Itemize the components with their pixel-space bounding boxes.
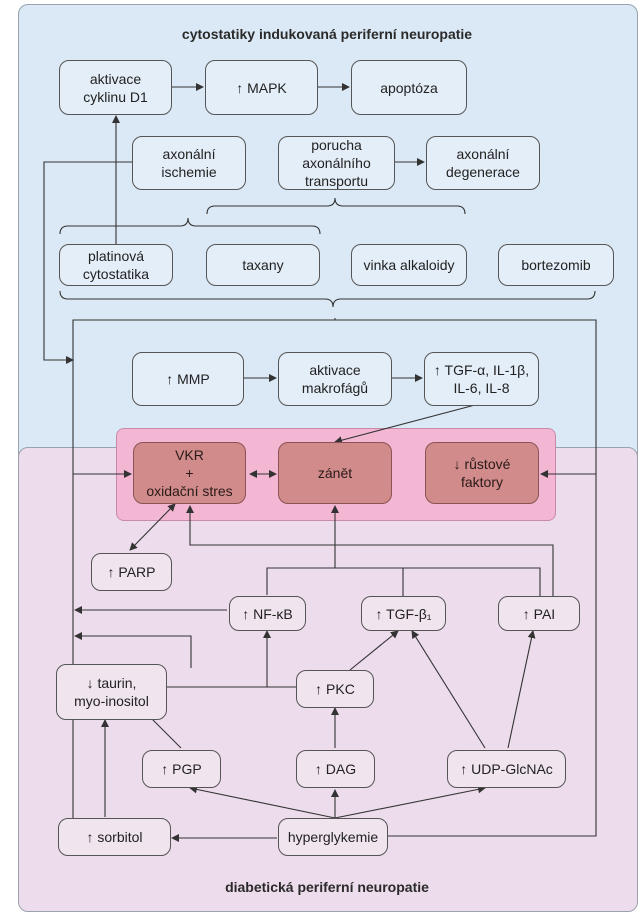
node-parp: ↑ PARP	[91, 553, 172, 591]
node-dag: ↑ DAG	[296, 750, 375, 788]
node-tgf-beta1: ↑ TGF-β₁	[361, 596, 446, 631]
node-axonal-transport: porucha axonálního transportu	[278, 136, 395, 190]
node-bortezomib: bortezomib	[498, 244, 614, 286]
node-macrophages: aktivace makrofágů	[278, 352, 392, 406]
node-growth-factors: ↓ růstové faktory	[425, 442, 539, 504]
node-nfkb: ↑ NF-κB	[229, 596, 306, 631]
node-mmp: ↑ MMP	[132, 352, 244, 406]
node-cyclin-d1: aktivace cyklinu D1	[59, 60, 172, 115]
node-sorbitol: ↑ sorbitol	[58, 818, 171, 856]
node-cytokines: ↑ TGF-α, IL-1β, IL-6, IL-8	[424, 352, 539, 406]
node-platinum: platinová cytostatika	[59, 244, 173, 286]
diabetic-region-title: diabetická periferní neuropatie	[225, 879, 429, 895]
node-mapk: ↑ MAPK	[205, 60, 318, 115]
node-axonal-ischemia: axonální ischemie	[132, 136, 246, 190]
node-pkc: ↑ PKC	[296, 670, 374, 708]
node-apoptosis: apoptóza	[351, 60, 467, 115]
node-axonal-degeneration: axonální degenerace	[426, 136, 540, 190]
node-inflammation: zánět	[278, 442, 392, 504]
node-ros-oxidative-stress: VKR + oxidační stres	[133, 442, 246, 504]
node-taurine: ↓ taurin, myo-inositol	[56, 664, 167, 720]
node-vinca: vinka alkaloidy	[351, 244, 467, 286]
node-pai: ↑ PAI	[498, 596, 580, 631]
chemotherapy-region-title: cytostatiky indukovaná periferní neuropa…	[181, 26, 473, 42]
node-hyperglycemia: hyperglykemie	[278, 818, 388, 856]
node-pgp: ↑ PGP	[142, 750, 221, 788]
node-taxanes: taxany	[206, 244, 320, 286]
node-udp-glcnac: ↑ UDP-GlcNAc	[447, 750, 566, 788]
